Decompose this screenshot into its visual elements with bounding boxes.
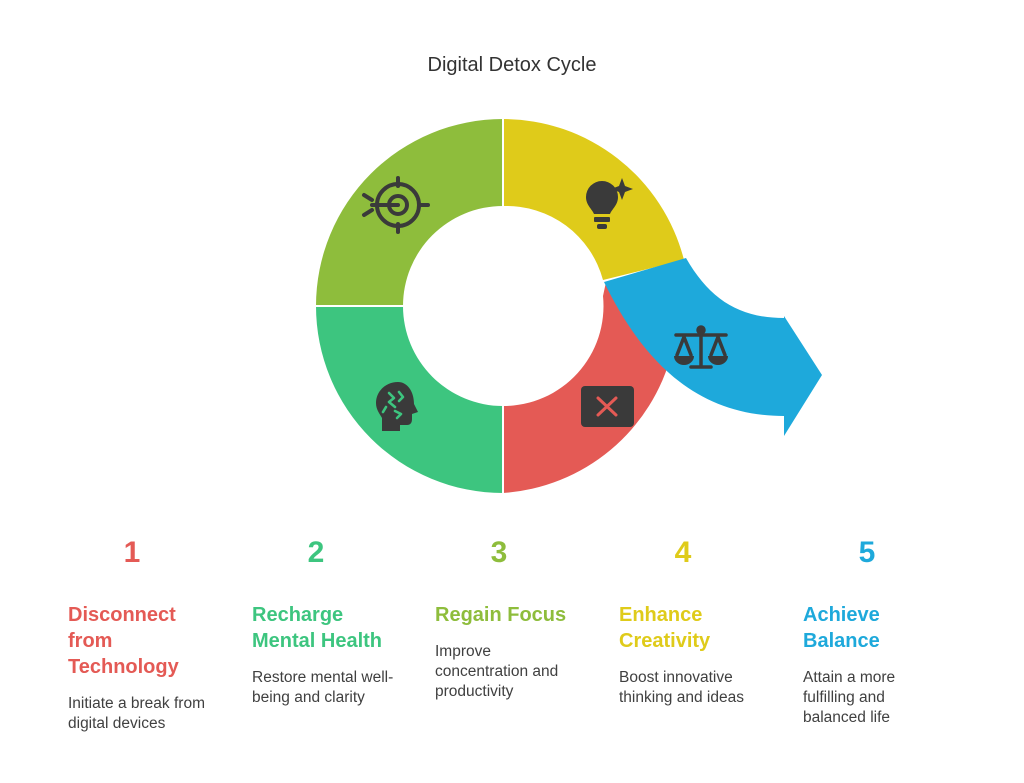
cycle-diagram (316, 119, 822, 493)
step-number: 1 (123, 536, 141, 569)
lightbulb-spark-icon (586, 178, 633, 229)
monitor-x-icon (581, 386, 634, 427)
step-description: Restore mental well-being and clarity (252, 669, 394, 706)
segment-regain-focus (316, 119, 503, 306)
step-description: Boost innovative thinking and ideas (619, 669, 744, 706)
head-brain-icon (376, 382, 418, 431)
step-number: 5 (858, 536, 876, 569)
step-heading: Regain Focus (435, 604, 567, 626)
diagram-title: Digital Detox Cycle (427, 54, 597, 76)
step-number: 3 (490, 536, 508, 569)
step-number: 2 (307, 536, 325, 569)
step-description: Initiate a break from digital devices (68, 695, 205, 732)
step-heading: Recharge Mental Health (252, 604, 383, 652)
step-heading: Disconnect from Technology (68, 604, 179, 678)
target-arrow-icon (362, 176, 430, 234)
step-description: Improve concentration and productivity (435, 643, 559, 700)
step-heading: Achieve Balance (803, 604, 880, 652)
step-regain-focus: 3 Regain Focus Improve concentration and… (435, 536, 605, 702)
step-description: Attain a more fulfilling and balanced li… (803, 669, 896, 726)
step-achieve-balance: 5 Achieve Balance Attain a more fulfilli… (803, 536, 973, 728)
step-disconnect-from-technology: 1 Disconnect from Technology Initiate a … (68, 536, 238, 734)
step-recharge-mental-health: 2 Recharge Mental Health Restore mental … (252, 536, 422, 708)
step-number: 4 (674, 536, 692, 569)
balance-scale-icon (674, 325, 728, 369)
step-enhance-creativity: 4 Enhance Creativity Boost innovative th… (619, 536, 789, 708)
step-heading: Enhance Creativity (619, 604, 711, 652)
